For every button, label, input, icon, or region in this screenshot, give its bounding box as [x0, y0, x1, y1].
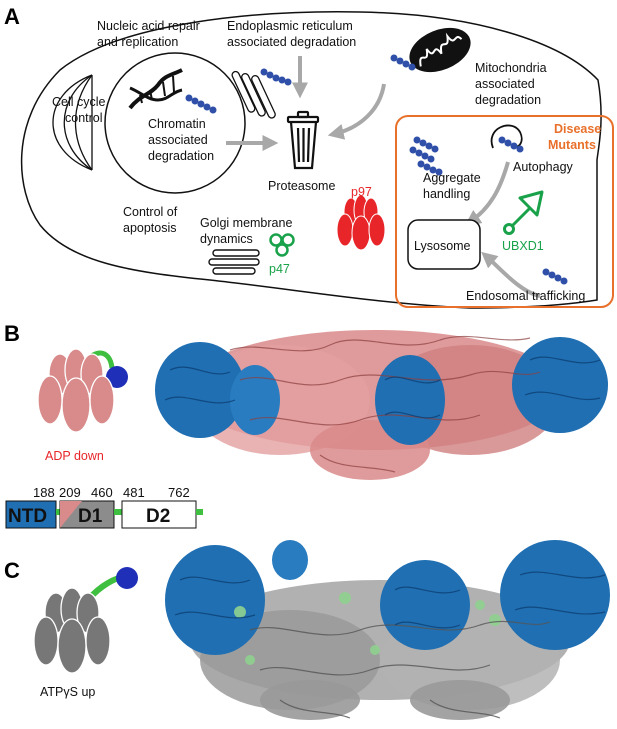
chromatin-label-1: Chromatin: [148, 117, 206, 131]
aggregate-label-2: handling: [423, 187, 470, 201]
autophagosome-icon: [490, 124, 524, 153]
proteasome-trash-icon: [286, 110, 320, 170]
boundary-460: 460: [91, 485, 113, 500]
lysosome-label: Lysosome: [414, 239, 471, 253]
ubiquitin-chain-icon: [260, 68, 292, 86]
p47-icon: [269, 233, 295, 257]
chromatin-label-3: degradation: [148, 149, 214, 163]
cell-cycle-label-2: control: [65, 111, 103, 125]
ubiquitin-chain-icon: [185, 94, 217, 114]
ubiquitin-chain-icon: [390, 54, 416, 71]
ntd-label: NTD: [8, 506, 47, 527]
disease-label-2: Mutants: [548, 138, 596, 152]
disease-label-1: Disease: [554, 122, 601, 136]
d2-label: D2: [146, 506, 170, 527]
boundary-209: 209: [59, 485, 81, 500]
mito-label-1: Mitochondria: [475, 61, 547, 75]
boundary-762: 762: [168, 485, 190, 500]
d1-label: D1: [78, 506, 103, 527]
endosomal-arrow: [481, 251, 541, 298]
spindle-icon: [52, 74, 93, 171]
p97-adp-down-cartoon: [37, 348, 128, 433]
ubiquitin-chain-icon: [542, 268, 568, 285]
nucleic-acid-label-2: and replication: [97, 35, 178, 49]
atp-up-label: ATPγS up: [40, 685, 95, 699]
mito-arrow: [327, 83, 386, 140]
apoptosis-label-2: apoptosis: [123, 221, 177, 235]
panel-a-letter: A: [4, 4, 20, 29]
nucleus: [104, 52, 246, 194]
mitochondrion-icon: [409, 27, 471, 73]
p47-label: p47: [269, 262, 290, 276]
er-label-2: associated degradation: [227, 35, 356, 49]
p97-structure-adp: [155, 330, 608, 480]
p97-label: p97: [351, 185, 372, 199]
mito-label-2: associated: [475, 77, 535, 91]
mito-label-3: degradation: [475, 93, 541, 107]
panel-c-letter: C: [4, 558, 20, 583]
panel-b-letter: B: [4, 321, 20, 346]
p97-atp-up-cartoon: [33, 567, 138, 674]
golgi-icon: [208, 249, 260, 275]
adp-down-label: ADP down: [45, 449, 104, 463]
aggregate-icon: [409, 136, 443, 176]
boundary-188: 188: [33, 485, 55, 500]
golgi-label-2: dynamics: [200, 232, 253, 246]
domain-diagram: 188 209 460 481 762 NTD D1 D2: [5, 485, 203, 529]
ubxd1-icon: [503, 190, 544, 235]
aggregate-label-1: Aggregate: [423, 171, 481, 185]
p97-structure-atp: [165, 540, 610, 720]
cell-cycle-label-1: Cell cycle: [52, 95, 106, 109]
disease-mutants-box: [395, 115, 614, 308]
chromatin-label-2: associated: [148, 133, 208, 147]
er-membrane-icon: [231, 70, 276, 119]
lysosome: [407, 219, 481, 270]
golgi-label-1: Golgi membrane: [200, 216, 292, 230]
cell-outline: [20, 11, 602, 309]
autophagy-label: Autophagy: [513, 160, 574, 174]
apoptosis-label-1: Control of: [123, 205, 178, 219]
boundary-481: 481: [123, 485, 145, 500]
dna-icon: [128, 68, 183, 110]
autophagy-arrow: [464, 161, 510, 226]
ubxd1-label: UBXD1: [502, 239, 544, 253]
p97-hexamer-icon: [336, 194, 386, 251]
endosomal-label: Endosomal trafficking: [466, 289, 585, 303]
nucleic-acid-label-1: Nucleic acid repair: [97, 19, 200, 33]
er-label-1: Endoplasmic reticulum: [227, 19, 353, 33]
proteasome-label: Proteasome: [268, 179, 335, 193]
